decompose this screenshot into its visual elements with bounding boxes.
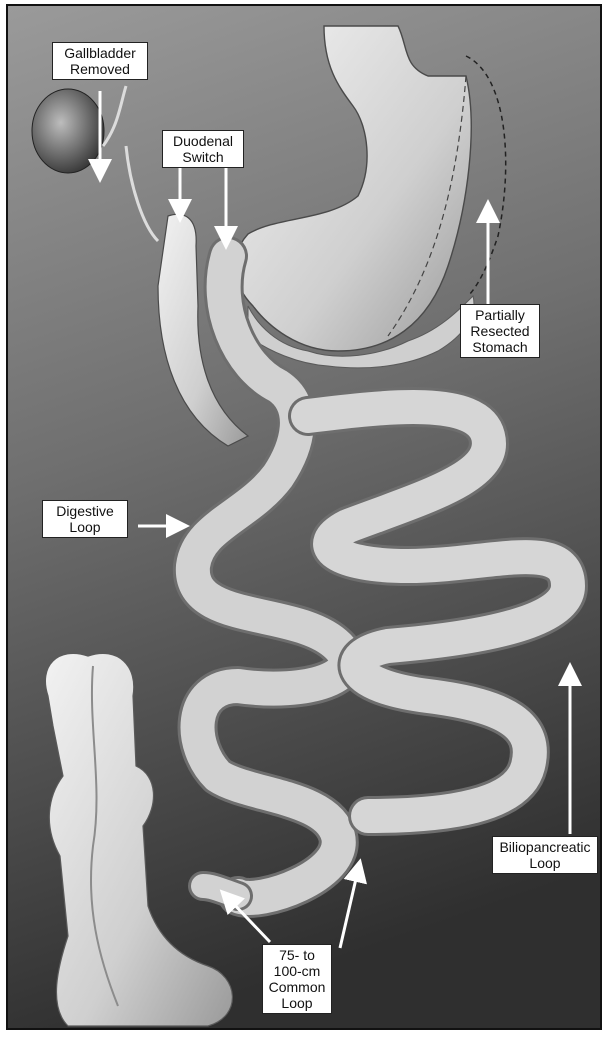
gallbladder [32, 89, 104, 173]
